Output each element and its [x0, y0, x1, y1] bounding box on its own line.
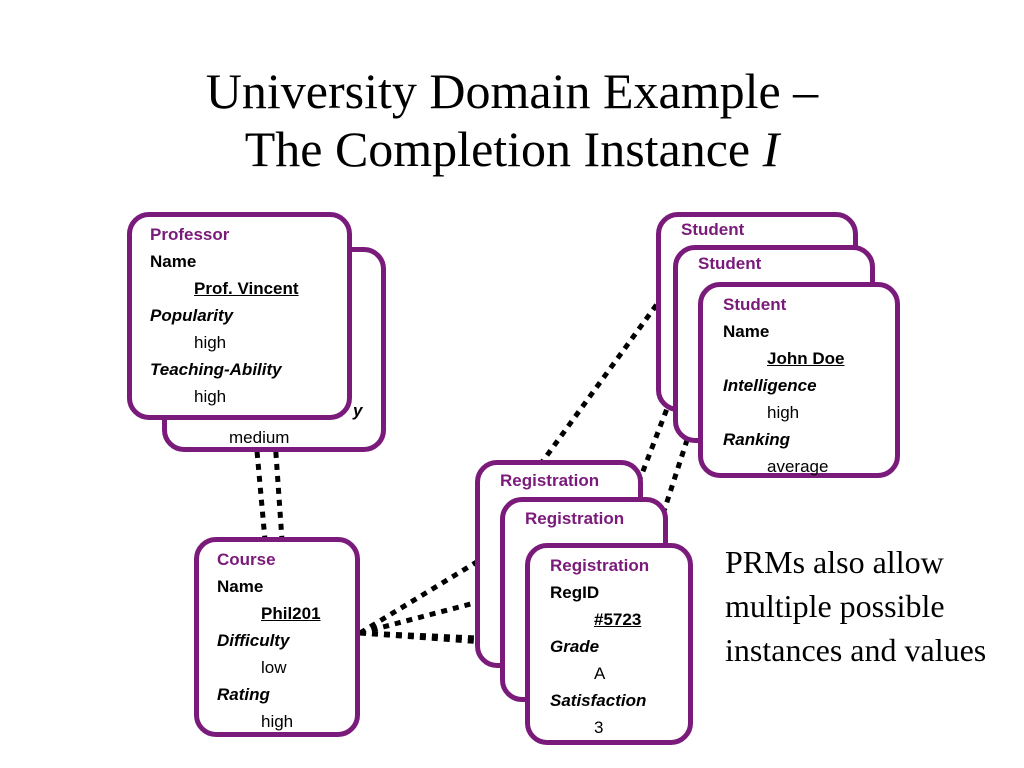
course-card: Course Name Phil201 Difficulty low Ratin… [194, 537, 360, 737]
title-instance-symbol: I [762, 121, 780, 177]
student-name-value: John Doe [767, 349, 845, 368]
professor-card: Professor Name Prof. Vincent Popularity … [127, 212, 352, 420]
course-name-label: Name [217, 577, 264, 596]
professor-popularity-label: Popularity [150, 306, 234, 325]
link-professor-course-1 [253, 439, 268, 541]
slide-title: University Domain Example – The Completi… [0, 62, 1024, 178]
professor-teaching-ability-label: Teaching-Ability [150, 360, 282, 379]
link-registration-student-1 [537, 298, 663, 467]
student-intelligence-value: high [767, 403, 800, 422]
prm-note: PRMs also allow multiple possible instan… [725, 544, 987, 668]
registration-satisfaction-value: 3 [594, 718, 604, 737]
professor-teaching-ability-value: high [194, 387, 227, 406]
registration-class-label: Registration [550, 556, 650, 575]
student-ranking-label: Ranking [723, 430, 791, 449]
student-back-2-class-label: Student [698, 254, 762, 273]
title-line-1: University Domain Example – [205, 63, 819, 119]
registration-grade-label: Grade [550, 637, 600, 656]
professor-popularity-value: high [194, 333, 227, 352]
registration-satisfaction-label: Satisfaction [550, 691, 647, 710]
title-line-2-text: The Completion Instance [244, 121, 763, 177]
student-name-label: Name [723, 322, 770, 341]
student-intelligence-label: Intelligence [723, 376, 817, 395]
course-name-value: Phil201 [261, 604, 321, 623]
course-difficulty-value: low [261, 658, 287, 677]
course-difficulty-label: Difficulty [217, 631, 290, 650]
registration-regid-label: RegID [550, 583, 600, 602]
registration-regid-value: #5723 [594, 610, 642, 629]
registration-back-2-class-label: Registration [525, 509, 625, 528]
link-professor-course-2 [272, 439, 285, 541]
student-class-label: Student [723, 295, 787, 314]
registration-card: Registration RegID #5723 Grade A Satisfa… [525, 543, 693, 745]
professor-name-value: Prof. Vincent [194, 279, 299, 298]
link-course-registration-1 [358, 557, 482, 636]
course-rating-label: Rating [217, 685, 270, 704]
professor-name-label: Name [150, 252, 197, 271]
professor-back-value: medium [229, 428, 290, 447]
student-back-1-class-label: Student [681, 220, 745, 239]
professor-class-label: Professor [150, 225, 230, 244]
course-class-label: Course [217, 550, 276, 569]
student-ranking-value: average [767, 457, 829, 476]
student-card: Student Name John Doe Intelligence high … [698, 282, 900, 478]
registration-back-1-class-label: Registration [500, 471, 600, 490]
title-line-2: The Completion Instance I [0, 120, 1024, 178]
course-rating-value: high [261, 712, 294, 731]
registration-grade-value: A [594, 664, 606, 683]
professor-back-attr-fragment: y [353, 401, 363, 420]
